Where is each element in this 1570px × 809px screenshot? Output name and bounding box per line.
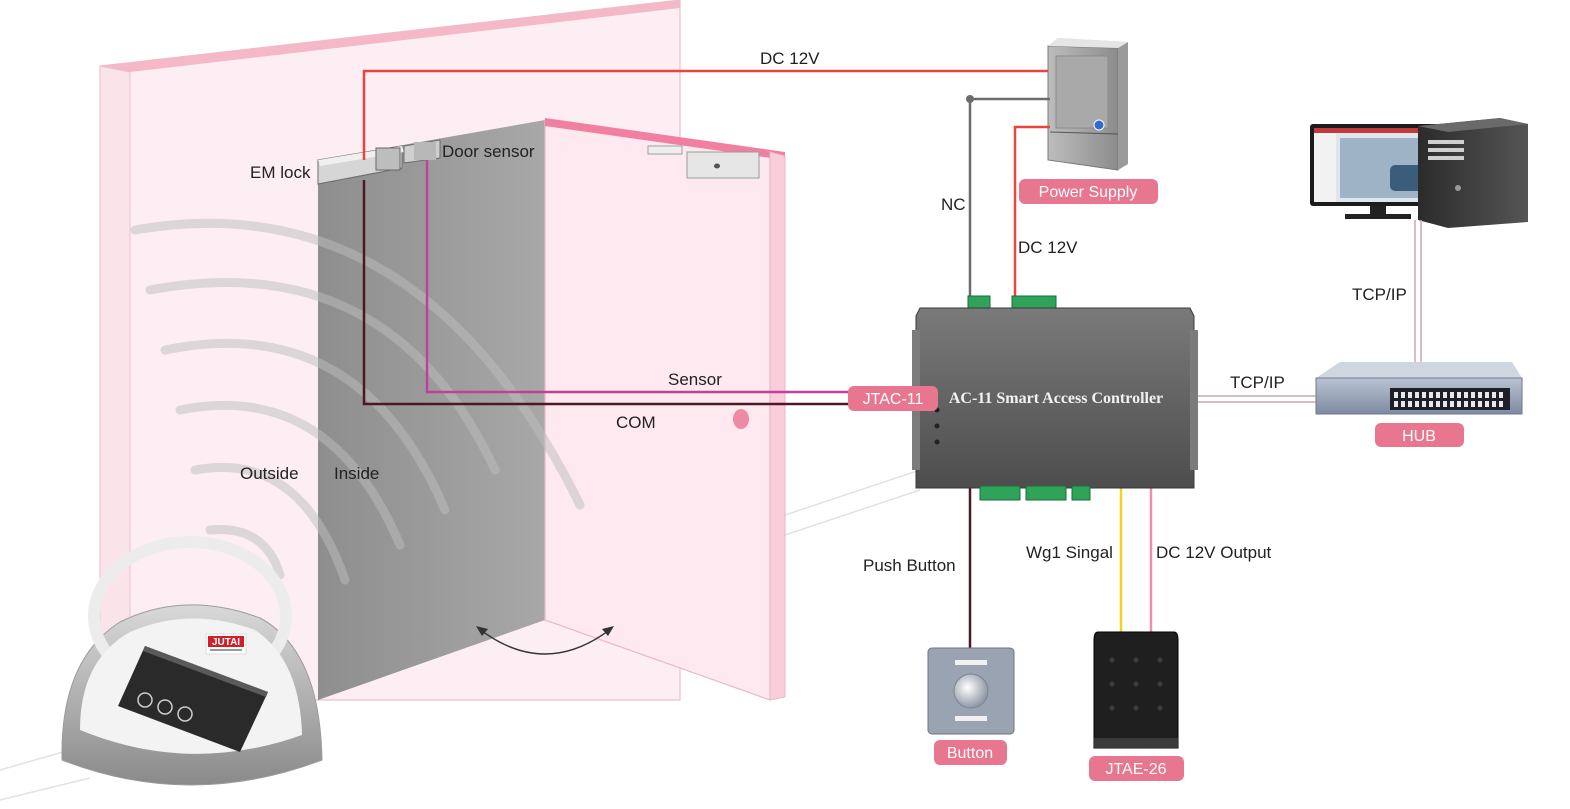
em-lock-icon: [317, 145, 404, 185]
computer-icon: [1310, 118, 1528, 228]
label-com: COM: [616, 413, 656, 432]
rf-signal-arcs: [130, 218, 585, 585]
label-push-button: Push Button: [863, 556, 956, 575]
tag-jtae26: JTAE-26: [1089, 756, 1184, 781]
tag-hub-text: HUB: [1402, 428, 1436, 445]
label-dc12v-output: DC 12V Output: [1156, 543, 1272, 562]
wire-com: [362, 180, 848, 406]
label-inside: Inside: [334, 464, 379, 483]
swing-arrow: [476, 626, 614, 655]
label-wg1-signal: Wg1 Singal: [1026, 543, 1113, 562]
tag-button-text: Button: [947, 745, 993, 762]
door-sensor-icon: [403, 139, 441, 164]
wire-tcpip-hub: [1195, 395, 1318, 403]
label-dc12v-mid: DC 12V: [1018, 238, 1078, 257]
label-dc12v-top: DC 12V: [760, 49, 820, 68]
label-tcpip-pc: TCP/IP: [1352, 285, 1407, 304]
floor-lines: [0, 469, 921, 801]
tag-button: Button: [934, 740, 1007, 765]
tag-power-supply: Power Supply: [1019, 179, 1158, 204]
wire-tcpip-pc: [1414, 220, 1422, 362]
wire-sensor: [425, 160, 848, 394]
wires: [362, 69, 1422, 650]
open-door: [318, 120, 545, 700]
tag-hub: HUB: [1375, 423, 1464, 447]
reader-pad-device: JUTAI: [61, 536, 323, 786]
label-door-sensor: Door sensor: [442, 142, 535, 161]
power-supply-icon: [1047, 38, 1128, 171]
controller-device: AC-11 Smart Access Controller: [912, 295, 1198, 501]
tag-jtae26-text: JTAE-26: [1105, 761, 1166, 778]
label-em-lock: EM lock: [250, 163, 311, 182]
door-panel: [544, 118, 786, 701]
label-nc: NC: [941, 195, 966, 214]
card-reader-device: [1093, 631, 1179, 749]
exit-button-device: [927, 647, 1015, 735]
tag-jtac11-text: JTAC-11: [863, 391, 924, 408]
wire-dc12v-lock: [362, 69, 1048, 160]
tag-power-supply-text: Power Supply: [1039, 184, 1138, 201]
jutai-logo: JUTAI: [212, 637, 240, 648]
wire-dc12v-supply: [1013, 125, 1050, 300]
label-sensor: Sensor: [668, 370, 722, 389]
tag-jtac11: JTAC-11: [848, 386, 938, 411]
label-outside: Outside: [240, 464, 299, 483]
hub-device: [1315, 362, 1523, 415]
controller-title: AC-11 Smart Access Controller: [949, 390, 1163, 407]
label-tcpip-hub: TCP/IP: [1230, 373, 1285, 392]
